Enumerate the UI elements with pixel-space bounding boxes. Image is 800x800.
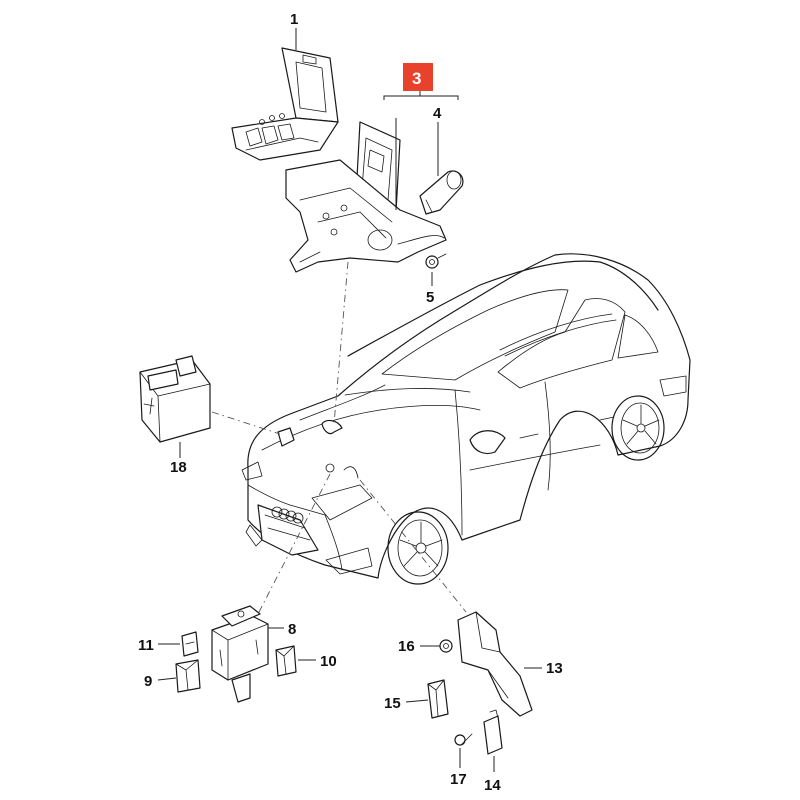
- callout-1[interactable]: 1: [290, 11, 298, 28]
- callout-14[interactable]: 14: [484, 777, 501, 794]
- callout-9[interactable]: 9: [144, 673, 152, 690]
- part-10-relay[interactable]: [275, 645, 297, 677]
- marker-8-location: [325, 463, 335, 473]
- callout-10[interactable]: 10: [320, 653, 337, 670]
- part-13-bracket[interactable]: [457, 611, 533, 717]
- part-15-module[interactable]: [427, 679, 449, 719]
- marker-13-location: [343, 466, 359, 479]
- part-17-screw[interactable]: [454, 733, 473, 746]
- vehicle-outline: [241, 253, 691, 585]
- part-8-relay[interactable]: [211, 605, 269, 703]
- callout-16[interactable]: 16: [398, 638, 415, 655]
- callout-17[interactable]: 17: [450, 771, 467, 788]
- part-18-control-module[interactable]: [139, 355, 211, 443]
- leader-lines: [157, 28, 542, 772]
- callout-4[interactable]: 4: [433, 105, 442, 122]
- callouts: 1 3 4 5 18 8 11 9 10 16 13 15 17 14: [138, 11, 563, 794]
- part-16-nut[interactable]: [439, 639, 453, 653]
- part-14-clip[interactable]: [483, 709, 503, 755]
- callout-3[interactable]: 3: [412, 69, 421, 88]
- part-3-fuse-box-assembly[interactable]: [285, 121, 447, 273]
- callout-11[interactable]: 11: [138, 637, 154, 654]
- part-1-fuse-holder-cover[interactable]: [231, 47, 339, 161]
- part-11-fuse[interactable]: [181, 631, 199, 657]
- part-5-nut[interactable]: [425, 253, 447, 269]
- callout-13[interactable]: 13: [546, 660, 563, 677]
- callout-15[interactable]: 15: [384, 695, 401, 712]
- callout-5[interactable]: 5: [426, 289, 434, 306]
- part-4-connector[interactable]: [419, 170, 464, 215]
- callout-18[interactable]: 18: [170, 459, 187, 476]
- part-9-relay[interactable]: [175, 659, 201, 693]
- callout-8[interactable]: 8: [288, 621, 296, 638]
- callout-3-highlight-box: [403, 63, 433, 91]
- marker-18-location: [277, 427, 295, 447]
- marker-3-location: [321, 419, 343, 435]
- location-lines: [211, 261, 467, 615]
